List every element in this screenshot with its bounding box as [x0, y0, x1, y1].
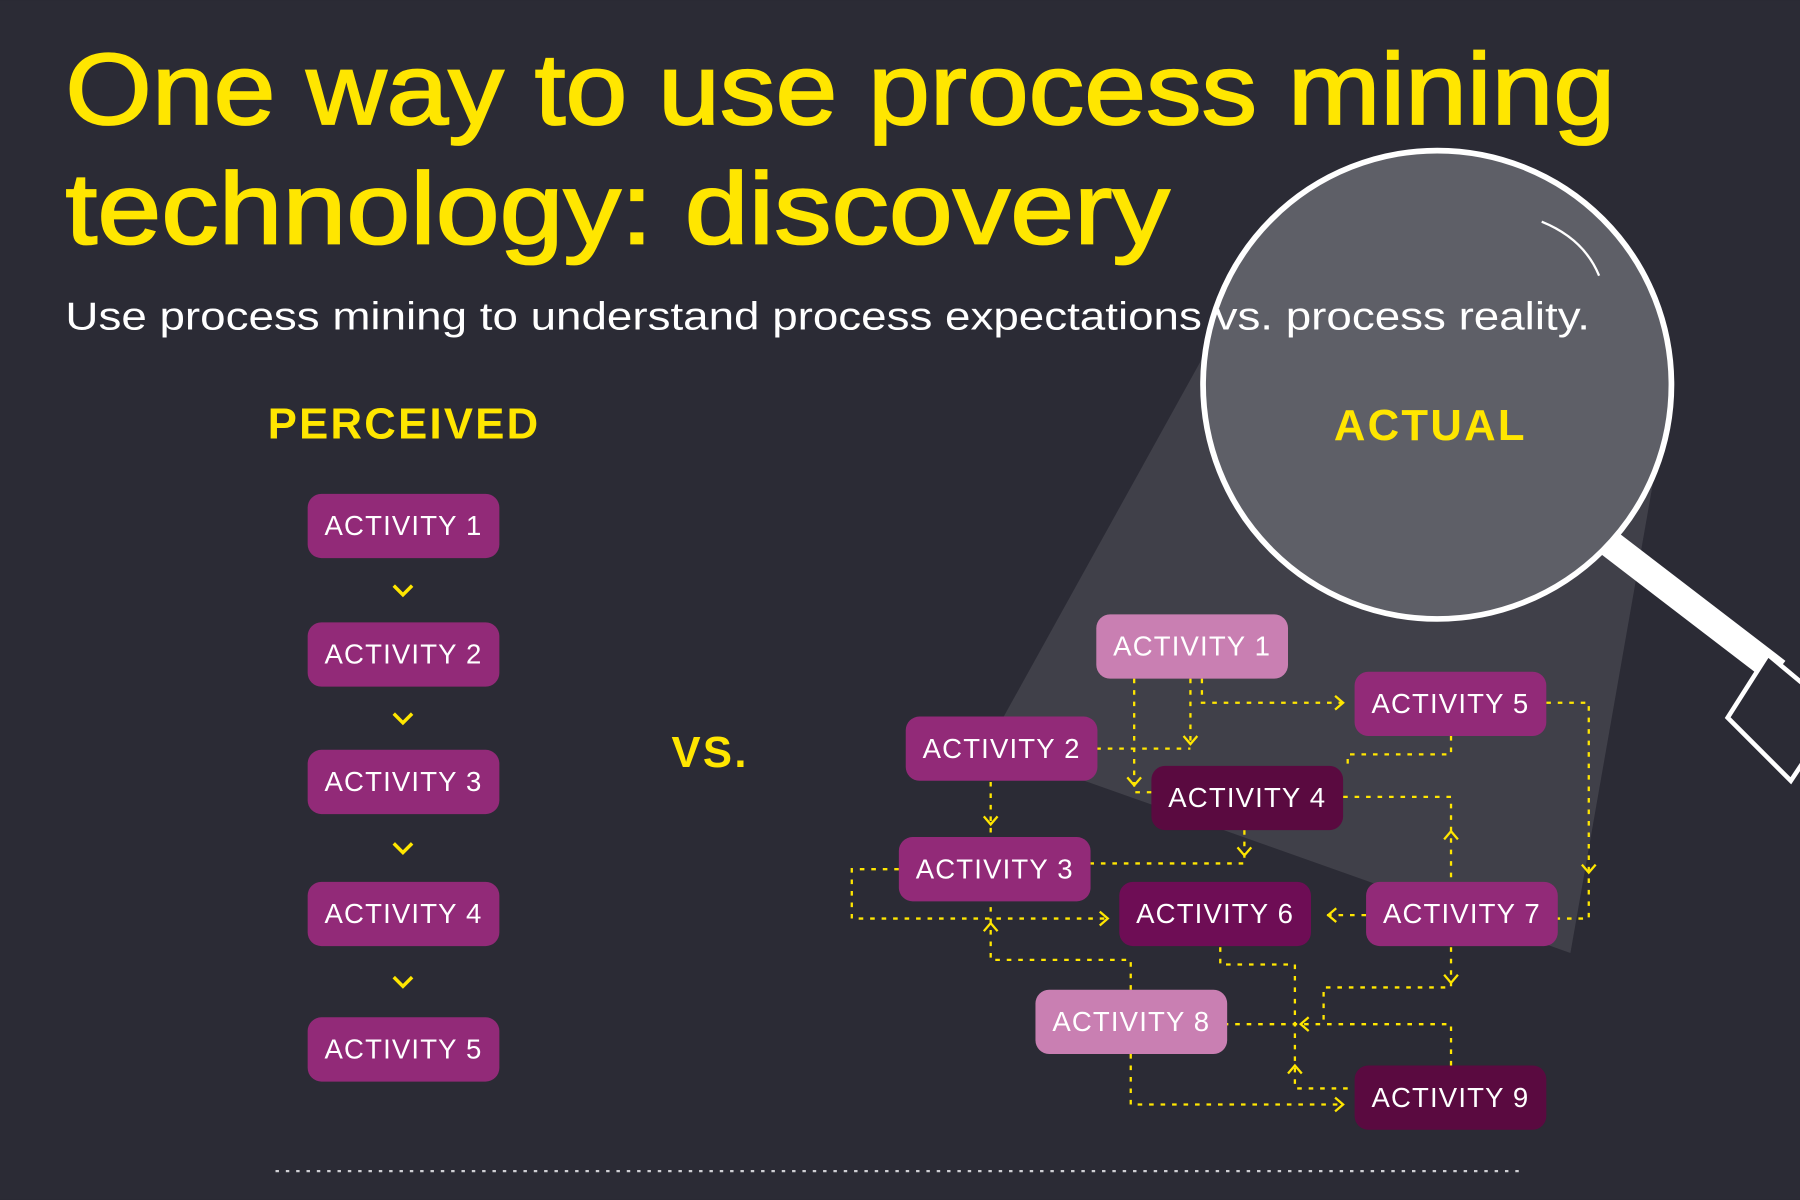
connector-line [1200, 678, 1344, 704]
arrowhead-icon [1236, 846, 1253, 858]
activity-box [307, 493, 500, 559]
perceived-activity-3: ACTIVITY 3 [307, 749, 500, 815]
vs-label: VS. [672, 729, 749, 777]
activity-label: ACTIVITY 7 [1383, 898, 1541, 929]
activity-label: ACTIVITY 5 [325, 1034, 483, 1065]
chevron-down-icon [392, 975, 414, 989]
activity-box [905, 716, 1098, 781]
actual-activity-2: ACTIVITY 2 [905, 716, 1098, 781]
activity-box [1354, 671, 1547, 737]
arrowhead-icon [1098, 910, 1110, 927]
actual-heading: ACTUAL [1334, 402, 1527, 450]
perceived-flow: ACTIVITY 1 ACTIVITY 2 ACTIVITY 3 ACTIVITY 4… [307, 493, 500, 1082]
perceived-activity-4: ACTIVITY 4 [307, 881, 500, 947]
connector-line [1343, 795, 1453, 882]
activity-box [1354, 1065, 1547, 1130]
activity-box [898, 837, 1091, 902]
arrowhead-icon [1287, 1063, 1303, 1075]
activity-label: ACTIVITY 4 [1168, 782, 1326, 813]
arrowhead-icon [1182, 735, 1199, 746]
arrowhead-icon [1443, 829, 1459, 841]
actual-activity-8: ACTIVITY 8 [1035, 989, 1228, 1055]
activity-label: ACTIVITY 8 [1052, 1006, 1210, 1037]
activity-label: ACTIVITY 3 [325, 766, 483, 797]
arrowhead-icon [1126, 776, 1142, 788]
connector-line [1219, 947, 1355, 1090]
title-line-2: technology: discovery [65, 154, 1170, 266]
actual-flow: ACTIVITY 1 ACTIVITY 2 ACTIVITY 3 ACTIVITY 4… [898, 614, 1558, 1130]
actual-activity-5: ACTIVITY 5 [1354, 671, 1547, 737]
connector-line [989, 902, 1132, 990]
activity-box [307, 1017, 500, 1082]
connector-line [1546, 701, 1590, 920]
chevron-down-icon [392, 842, 414, 855]
activity-box [307, 622, 500, 687]
activity-label: ACTIVITY 9 [1371, 1082, 1529, 1113]
actual-connectors [850, 678, 1597, 1113]
actual-activity-6: ACTIVITY 6 [1119, 881, 1311, 947]
arrowhead-icon [1581, 863, 1597, 875]
activity-box [1035, 989, 1228, 1055]
subtitle: Use process mining to understand process… [65, 296, 1589, 339]
activity-label: ACTIVITY 2 [923, 733, 1081, 764]
arrowhead-icon [1443, 974, 1459, 985]
arrowhead-icon [1334, 1096, 1345, 1113]
connector-line [1129, 1054, 1344, 1106]
activity-box [1151, 765, 1344, 831]
perceived-activity-1: ACTIVITY 1 [307, 493, 500, 559]
actual-activity-4: ACTIVITY 4 [1151, 765, 1344, 831]
activity-label: ACTIVITY 5 [1371, 688, 1529, 719]
actual-activity-7: ACTIVITY 7 [1366, 881, 1558, 947]
actual-activity-3: ACTIVITY 3 [898, 837, 1091, 902]
connector-line [1226, 1023, 1453, 1066]
arrowhead-icon [1298, 1016, 1310, 1032]
activity-box [1119, 881, 1311, 947]
arrowhead-icon [982, 815, 999, 827]
arrowhead-icon [1334, 694, 1345, 711]
activity-box [1366, 881, 1558, 947]
activity-box [1096, 614, 1289, 679]
chevron-down-icon [392, 712, 414, 726]
perceived-activity-5: ACTIVITY 5 [307, 1017, 500, 1082]
arrowhead-icon [982, 921, 999, 932]
chevron-down-icon [392, 584, 414, 598]
activity-box [307, 749, 500, 815]
connector-line [850, 868, 1108, 920]
activity-label: ACTIVITY 1 [325, 510, 483, 541]
actual-activity-9: ACTIVITY 9 [1354, 1065, 1547, 1130]
perceived-activity-2: ACTIVITY 2 [307, 622, 500, 687]
activity-label: ACTIVITY 6 [1136, 898, 1294, 929]
activity-label: ACTIVITY 4 [325, 898, 483, 929]
magnifier-icon [1200, 147, 1800, 785]
arrowhead-icon [1326, 907, 1337, 923]
activity-box [307, 881, 500, 947]
activity-label: ACTIVITY 3 [916, 853, 1074, 884]
connector-line [1346, 736, 1453, 766]
connector-line [1322, 947, 1453, 1025]
activity-label: ACTIVITY 2 [325, 639, 483, 670]
actual-activity-1: ACTIVITY 1 [1096, 614, 1289, 679]
title-line-1: One way to use process mining [65, 34, 1615, 146]
connector-line [1133, 678, 1152, 794]
perceived-heading: PERCEIVED [268, 401, 541, 449]
activity-label: ACTIVITY 1 [1113, 631, 1271, 662]
